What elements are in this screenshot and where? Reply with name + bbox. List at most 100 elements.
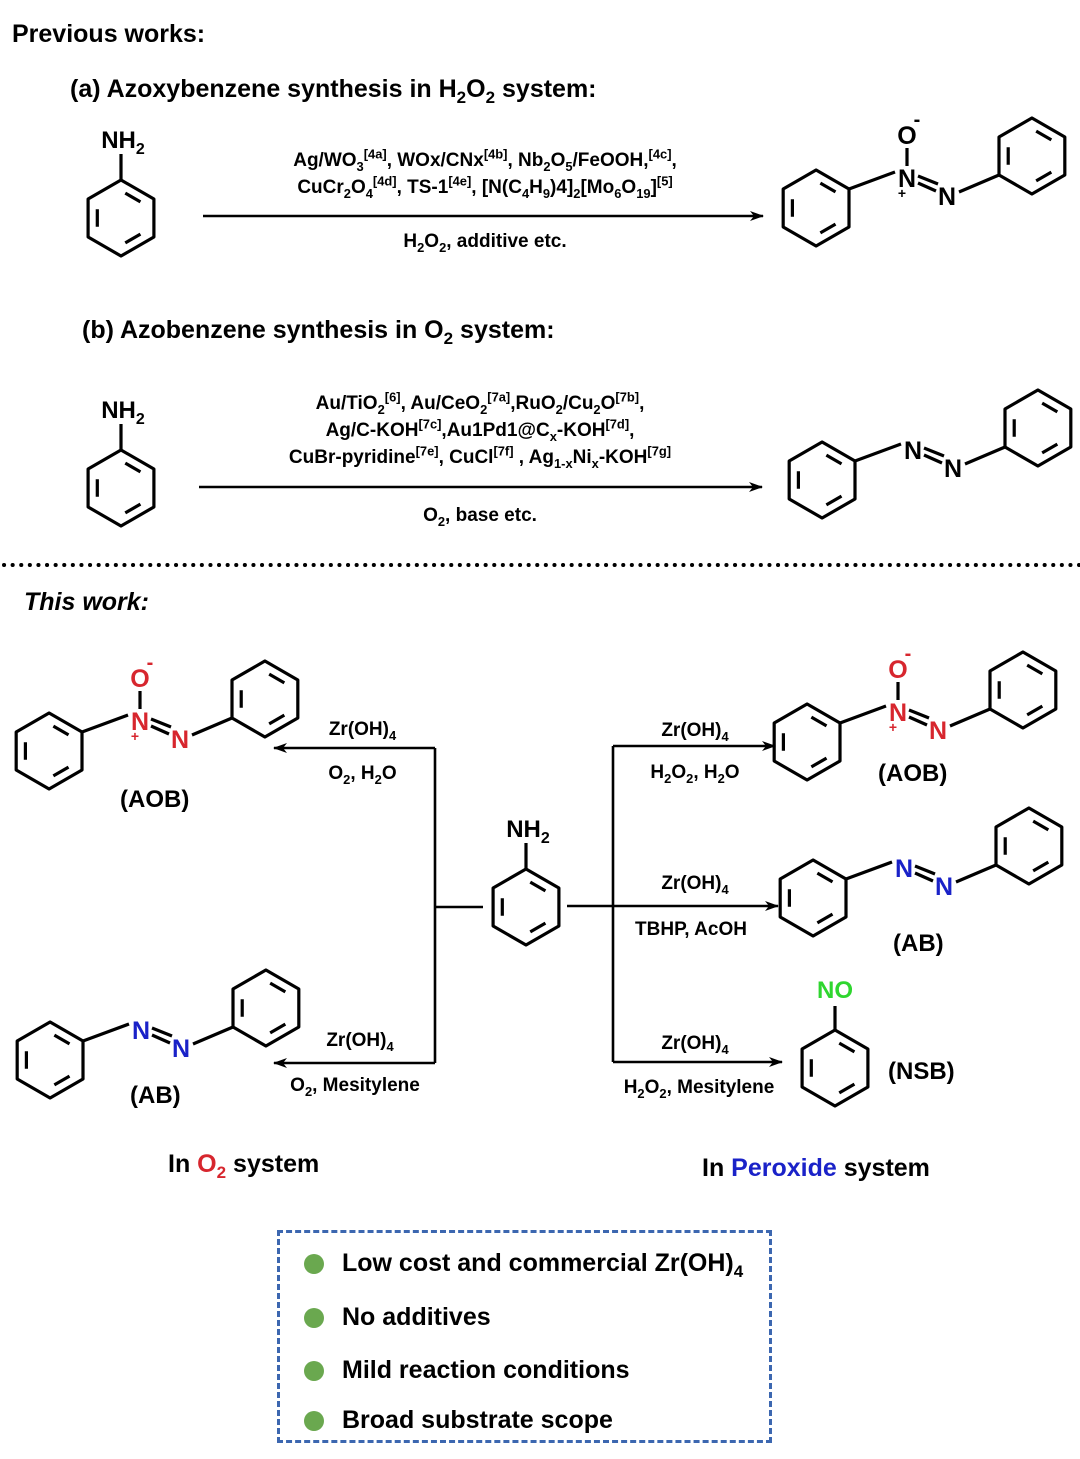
negative-charge: -	[905, 643, 912, 665]
nh2-label: NH2	[101, 127, 145, 158]
ring-double-bond	[816, 912, 834, 925]
azoxybenzene-a-right-ring	[997, 116, 1067, 196]
ring-double-bond	[1032, 819, 1050, 832]
bullet-dot-icon	[304, 1360, 324, 1381]
positive-charge: +	[131, 728, 139, 744]
section-b-conditions: O2, base etc.	[423, 505, 537, 529]
ring-double-bond	[124, 232, 142, 245]
positive-charge: +	[889, 719, 897, 735]
nitrogen-atom: N	[898, 165, 916, 193]
right-mid-conditions: TBHP, AcOH	[635, 919, 747, 940]
ring-double-bond	[819, 222, 837, 235]
n-n-double-bond	[151, 1033, 171, 1045]
left-top-conditions: O2, H2O	[328, 763, 397, 787]
ring-double-bond	[819, 181, 837, 194]
advantage-item: Low cost and commercial Zr(OH)4	[304, 1249, 744, 1281]
nitrogen-atom: N	[131, 708, 149, 736]
advantage-item: No additives	[304, 1303, 491, 1332]
azobenzene-left-right-ring	[231, 968, 301, 1048]
right-top-conditions: H2O2, H2O	[650, 762, 740, 786]
oxygen-atom: O	[130, 665, 149, 693]
ring-double-bond	[838, 1041, 856, 1054]
left-bottom-catalyst: Zr(OH)4	[326, 1030, 394, 1054]
nitrogen-atom: N	[172, 1035, 190, 1063]
n-n-double-bond	[908, 715, 928, 727]
ring-double-bond	[1032, 860, 1050, 873]
c-n-bond	[82, 1022, 130, 1043]
negative-charge: -	[914, 109, 921, 131]
ring-double-bond	[53, 1074, 71, 1087]
right-aob-label: (AOB)	[878, 760, 948, 787]
nitrogen-atom: N	[895, 855, 913, 883]
n-n-double-bond	[917, 181, 937, 193]
n-c-bond	[955, 863, 997, 884]
section-a-heading: (a) Azoxybenzene synthesis in H2O2 syste…	[70, 75, 597, 107]
n-n-double-bond	[908, 708, 930, 720]
aniline-a	[86, 178, 156, 258]
nitrogen-atom: N	[929, 717, 947, 745]
left-ab-label: (AB)	[130, 1082, 181, 1109]
section-a-conditions: H2O2, additive etc.	[403, 231, 567, 255]
ring-double-bond	[1035, 170, 1053, 183]
c-n-bond	[81, 713, 129, 734]
n-c-bond	[191, 716, 233, 737]
c-n-bond	[845, 860, 893, 881]
right-bottom-catalyst: Zr(OH)4	[661, 1033, 729, 1057]
bullet-dot-icon	[304, 1307, 324, 1328]
advantage-item: Broad substrate scope	[304, 1406, 613, 1435]
right-nsb-label: (NSB)	[888, 1058, 955, 1085]
right-bottom-conditions: H2O2, Mesitylene	[623, 1077, 775, 1101]
ring-double-bond	[124, 461, 142, 474]
advantage-text: Low cost and commercial Zr(OH)4	[342, 1249, 744, 1281]
no-group-label: NO	[817, 977, 853, 1004]
negative-charge: -	[147, 652, 154, 674]
aniline-center	[491, 867, 561, 947]
oxygen-atom: O	[888, 656, 907, 684]
advantage-item: Mild reaction conditions	[304, 1356, 630, 1385]
nitrogen-atom: N	[938, 183, 956, 211]
ring-double-bond	[52, 724, 70, 737]
section-a-catalysts: Ag/WO3[4a], WOx/CNx[4b], Nb2O5/FeOOH,[4c…	[205, 147, 765, 201]
nitrogen-atom: N	[904, 437, 922, 465]
nitrosobenzene-ring	[800, 1028, 870, 1108]
n-n-double-bond	[150, 724, 170, 736]
n-n-double-bond	[914, 871, 934, 883]
ring-double-bond	[268, 672, 286, 685]
ring-double-bond	[529, 880, 547, 893]
bullet-dot-icon	[304, 1410, 324, 1431]
bullet-dot-icon	[304, 1253, 324, 1274]
section-b-catalysts-line2: Ag/C-KOH[7c],Au1Pd1@Cx-KOH[7d],	[325, 416, 635, 444]
peroxide-system-label: In Peroxide system	[702, 1154, 930, 1182]
ring-double-bond	[124, 191, 142, 204]
right-top-catalyst: Zr(OH)4	[661, 720, 729, 744]
n-n-double-bond	[914, 864, 936, 876]
n-n-double-bond	[151, 1026, 173, 1038]
oxygen-atom: O	[897, 122, 916, 150]
section-a-catalysts-line2: CuCr2O4[4d], TS-1[4e], [N(C4H9)4]2[Mo6O1…	[297, 173, 673, 201]
ring-double-bond	[816, 871, 834, 884]
left-top-catalyst: Zr(OH)4	[328, 719, 397, 743]
ring-double-bond	[53, 1033, 71, 1046]
ring-double-bond	[838, 1082, 856, 1095]
nh2-label: NH2	[101, 397, 145, 428]
ring-double-bond	[825, 494, 843, 507]
nitrogen-atom: N	[132, 1017, 150, 1045]
ring-double-bond	[269, 981, 287, 994]
ring-double-bond	[1035, 129, 1053, 142]
c-n-bond	[854, 442, 902, 463]
n-c-bond	[949, 707, 991, 728]
right-mid-catalyst: Zr(OH)4	[661, 873, 729, 897]
ring-double-bond	[1026, 704, 1044, 717]
advantage-text: No additives	[342, 1303, 491, 1331]
ring-double-bond	[52, 765, 70, 778]
azobenzene-b-right-ring	[1003, 388, 1073, 468]
advantage-text: Broad substrate scope	[342, 1406, 613, 1434]
azoxybenzene-left-right-ring	[230, 659, 300, 739]
left-bottom-conditions: O2, Mesitylene	[290, 1075, 420, 1099]
previous-works-title: Previous works:	[12, 20, 206, 48]
ring-double-bond	[529, 921, 547, 934]
right-ab-label: (AB)	[893, 930, 944, 957]
ring-double-bond	[268, 713, 286, 726]
ring-double-bond	[825, 453, 843, 466]
